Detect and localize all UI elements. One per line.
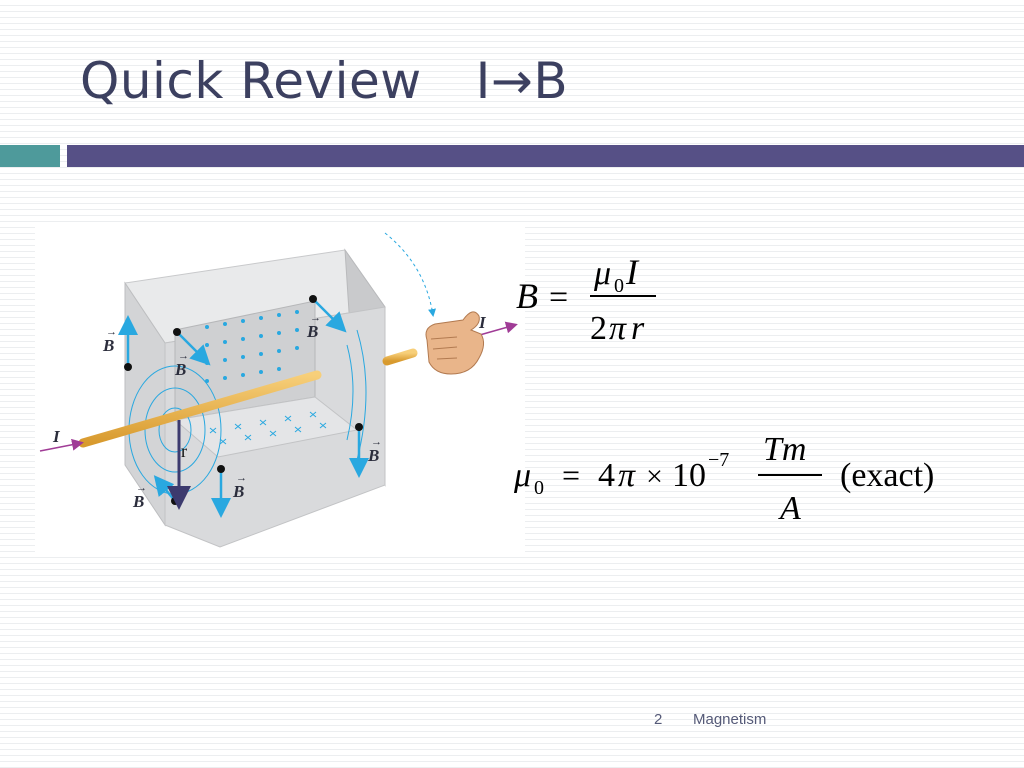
current-wire-exit	[382, 348, 418, 366]
eq1-den-pi: π	[609, 310, 627, 347]
eq2-denominator: A	[778, 490, 801, 527]
eq2-four: 4	[598, 457, 615, 494]
field-crosses	[209, 411, 327, 445]
right-hand-icon	[425, 311, 485, 375]
label-B-right: B	[367, 446, 379, 465]
label-B-bottom-arrow: →	[236, 472, 247, 484]
eq1-num-mu: μ	[593, 255, 611, 292]
permeability-equation: μ 0 = 4 π × 10 −7 Tm A (exact)	[512, 422, 982, 532]
label-B-left-arrow: →	[106, 326, 117, 338]
footer-title: Magnetism	[693, 711, 767, 728]
eq2-equals: =	[562, 457, 580, 493]
eq1-lhs: B	[516, 276, 538, 316]
label-B-inner-arrow: →	[178, 350, 189, 362]
field-arrow-inner	[176, 331, 211, 366]
eq2-note: (exact)	[840, 457, 934, 494]
eq1-equals: =	[549, 279, 568, 316]
label-B-right-arrow: →	[371, 436, 382, 448]
label-B-left: B	[102, 336, 114, 355]
rotation-hint-arrow	[384, 232, 436, 317]
title-accent-bar	[0, 145, 60, 167]
field-dots	[205, 310, 299, 383]
eq2-times: ×	[646, 460, 663, 493]
title-divider-bar	[67, 145, 1024, 167]
magnetic-field-figure: B → B → B → B → B → B → I I r	[35, 225, 525, 555]
current-wire	[78, 370, 322, 448]
field-equation: B = μ 0 I 2 π r	[516, 252, 716, 352]
label-B-top-right-arrow: →	[310, 312, 321, 324]
title-text: Quick Review	[80, 52, 422, 110]
title-field-symbol: B	[533, 52, 569, 110]
label-I-in: I	[52, 427, 61, 446]
eq1-num-sub: 0	[614, 275, 624, 297]
eq1-num-I: I	[625, 252, 640, 292]
eq1-den-2: 2	[590, 310, 607, 347]
eq2-sub: 0	[534, 477, 544, 499]
eq2-mu: μ	[513, 457, 531, 494]
label-I-out: I	[478, 313, 487, 332]
slide-title: Quick Review I→B	[80, 52, 568, 110]
field-diagram-svg: B → B → B → B → B → B → I I r	[39, 232, 518, 548]
label-B-bottom-left-arrow: →	[136, 482, 147, 494]
label-r: r	[181, 441, 187, 461]
eq2-numerator: Tm	[763, 431, 806, 468]
current-in-arrow	[39, 438, 84, 452]
field-arrows	[118, 298, 369, 518]
label-B-bottom: B	[232, 482, 244, 501]
field-arrow-top-right	[312, 298, 347, 333]
eq2-pi: π	[618, 457, 636, 494]
title-current-symbol: I	[475, 52, 491, 110]
eq1-den-r: r	[631, 310, 645, 347]
eq2-exponent: −7	[708, 449, 729, 471]
title-arrow-icon: →	[490, 52, 534, 110]
eq2-ten: 10	[672, 457, 706, 494]
label-B-bottom-left: B	[132, 492, 144, 511]
page-number: 2	[654, 711, 663, 728]
label-B-inner: B	[174, 360, 186, 379]
label-B-top-right: B	[306, 322, 318, 341]
